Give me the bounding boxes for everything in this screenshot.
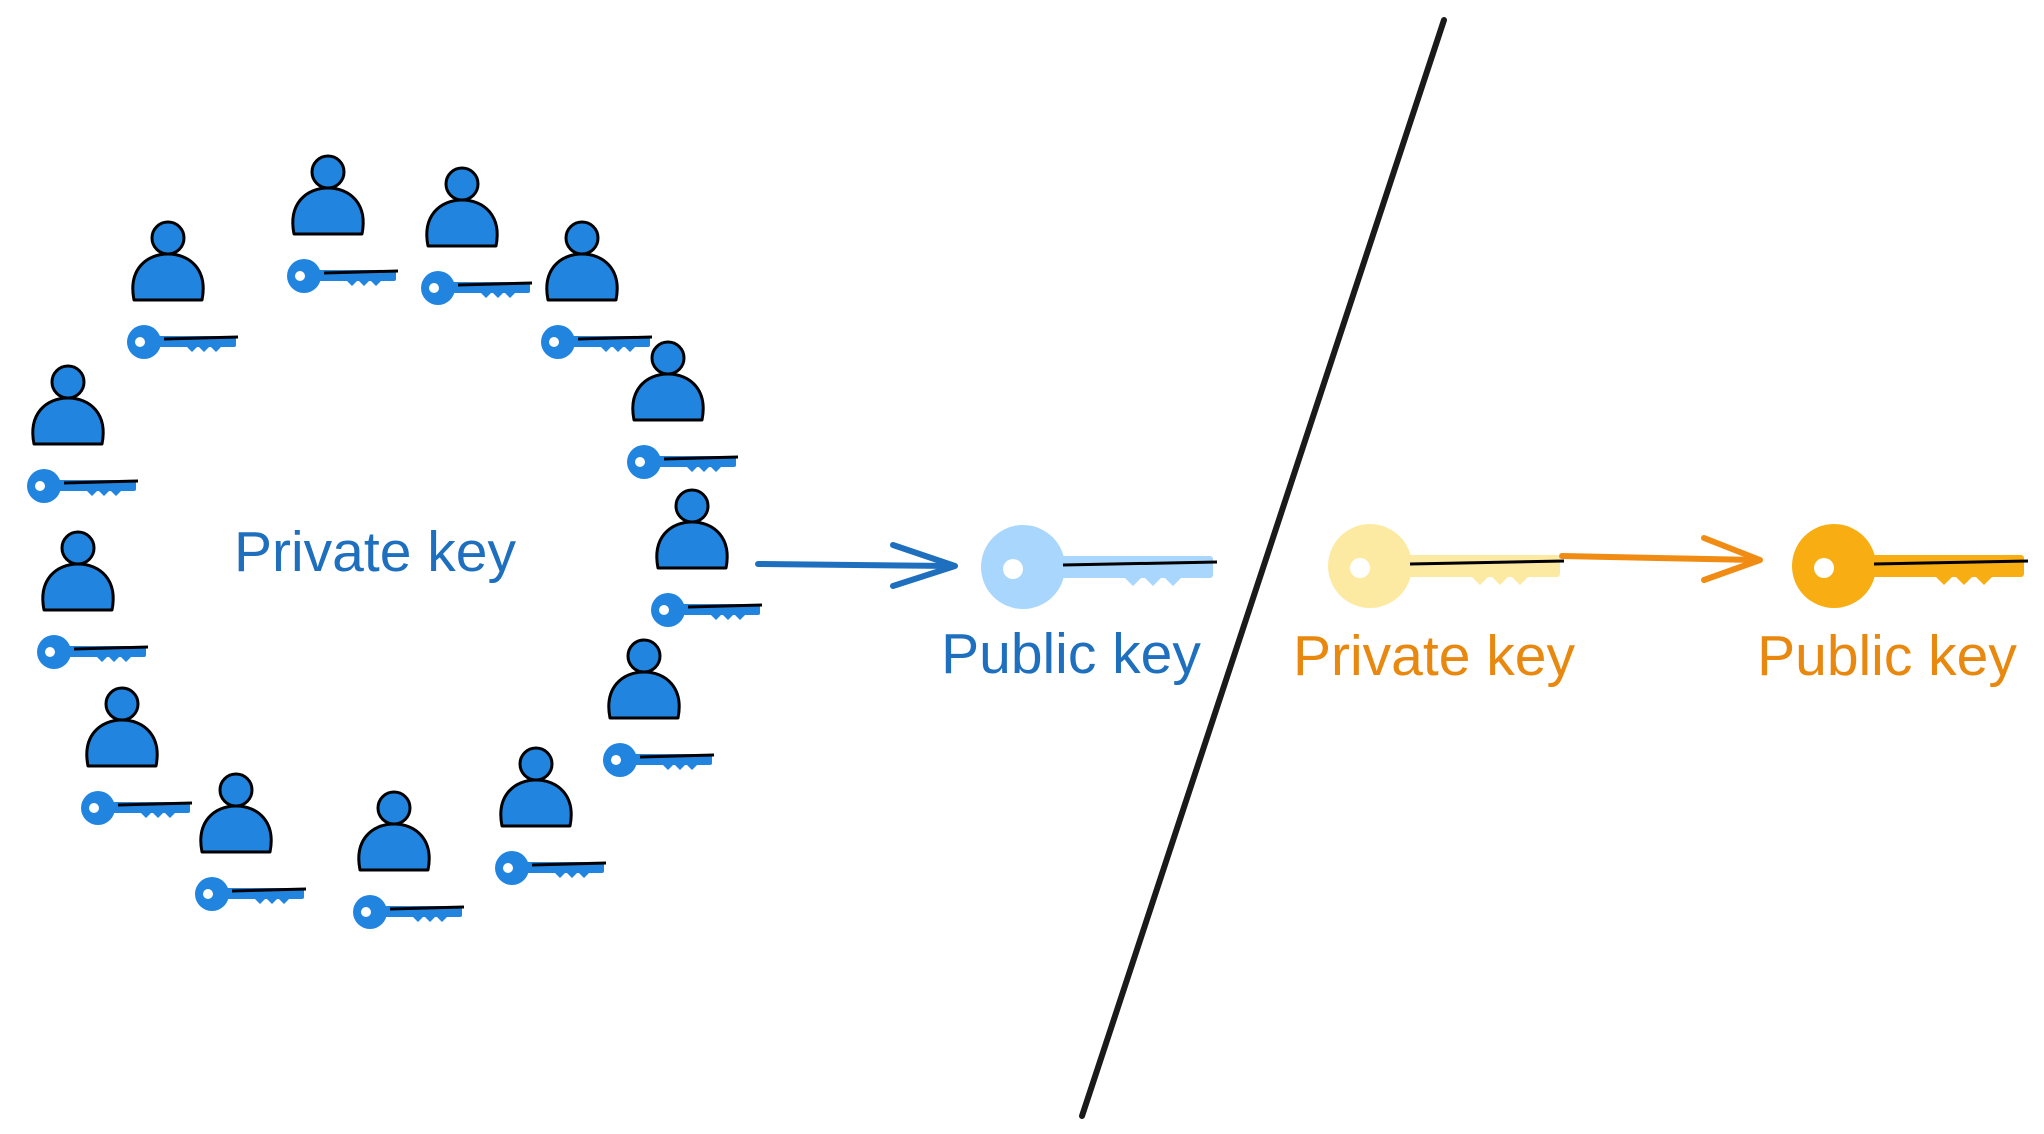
left-public-key-label: Public key bbox=[941, 622, 1201, 686]
key-icon bbox=[351, 893, 466, 931]
key-icon bbox=[493, 849, 608, 887]
key-icon bbox=[193, 875, 308, 913]
participant-6 bbox=[601, 638, 716, 779]
person-icon bbox=[291, 154, 365, 236]
person-icon bbox=[199, 772, 273, 854]
key-icon bbox=[25, 467, 140, 505]
center-private-key-label: Private key bbox=[234, 520, 516, 584]
person-icon bbox=[31, 364, 105, 446]
participant-5 bbox=[649, 488, 764, 629]
participant-12 bbox=[25, 364, 140, 505]
person-icon bbox=[357, 790, 431, 872]
key-icon bbox=[285, 257, 400, 295]
person-icon bbox=[425, 166, 499, 248]
key-icon bbox=[625, 443, 740, 481]
right-private-key-icon bbox=[1326, 522, 1566, 610]
participant-9 bbox=[193, 772, 308, 913]
left-public-key-icon bbox=[979, 523, 1219, 611]
person-icon bbox=[85, 686, 159, 768]
right-public-key-label: Public key bbox=[1757, 624, 2017, 688]
participant-4 bbox=[625, 340, 740, 481]
divider-line bbox=[1079, 17, 1447, 1119]
key-icon bbox=[125, 323, 240, 361]
key-icon bbox=[539, 323, 654, 361]
key-icon bbox=[35, 633, 150, 671]
right-derivation-arrow bbox=[1559, 535, 1763, 583]
key-icon bbox=[419, 269, 534, 307]
participant-10 bbox=[79, 686, 194, 827]
key-icon bbox=[601, 741, 716, 779]
person-icon bbox=[631, 340, 705, 422]
participant-13 bbox=[125, 220, 240, 361]
person-icon bbox=[545, 220, 619, 302]
person-icon bbox=[499, 746, 573, 828]
person-icon bbox=[41, 530, 115, 612]
participant-1 bbox=[285, 154, 400, 295]
right-public-key-icon bbox=[1790, 522, 2030, 610]
left-derivation-arrow bbox=[755, 542, 958, 589]
person-icon bbox=[131, 220, 205, 302]
key-icon bbox=[649, 591, 764, 629]
participant-8 bbox=[351, 790, 466, 931]
right-private-key-label: Private key bbox=[1293, 624, 1575, 688]
participant-3 bbox=[539, 220, 654, 361]
person-icon bbox=[607, 638, 681, 720]
participant-2 bbox=[419, 166, 534, 307]
key-icon bbox=[79, 789, 194, 827]
person-icon bbox=[655, 488, 729, 570]
participant-7 bbox=[493, 746, 608, 887]
participant-11 bbox=[35, 530, 150, 671]
